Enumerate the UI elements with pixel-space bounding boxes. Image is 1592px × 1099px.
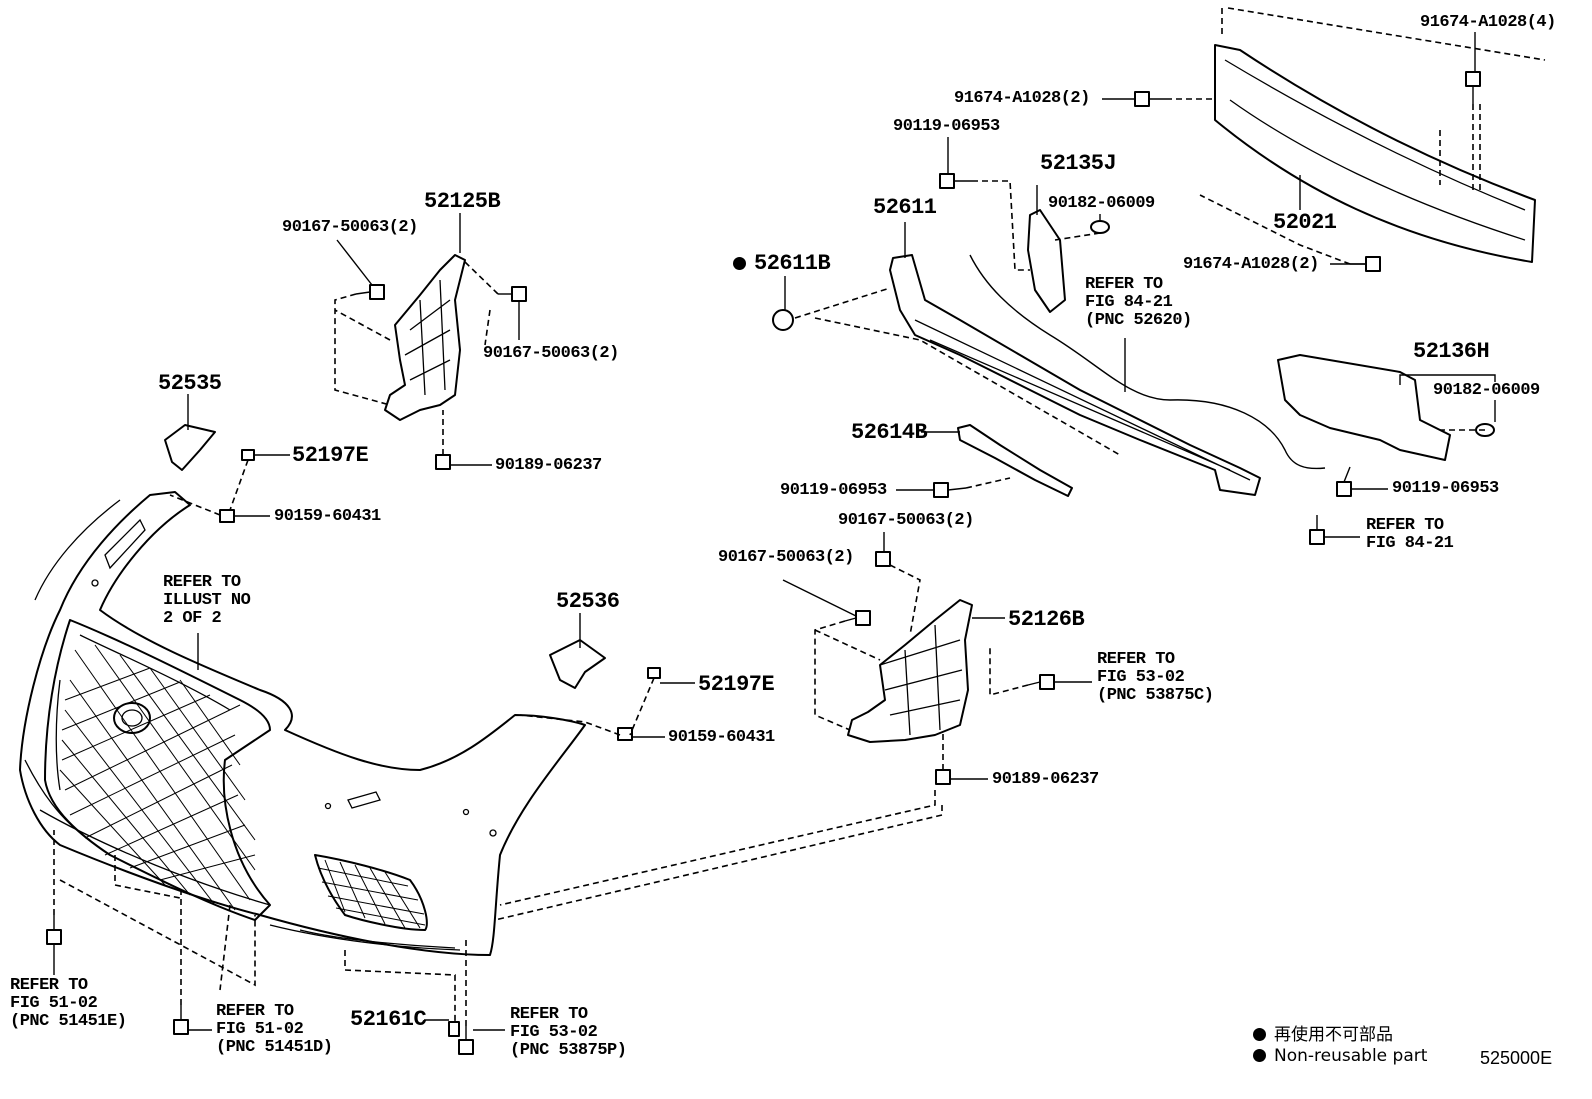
reinforcement-52021 xyxy=(1214,44,1536,263)
wire-harness xyxy=(969,254,1326,470)
bracket-52125b xyxy=(384,254,466,421)
clip-52536 xyxy=(549,639,606,689)
retainer-52135j xyxy=(1027,209,1066,313)
label-91674-a1028-2-top: 91674-A1028(2) xyxy=(954,89,1090,108)
bumper-cover xyxy=(19,491,586,956)
label-52161c: 52161C xyxy=(350,1007,427,1032)
bracket-52126b xyxy=(847,599,973,743)
label-refer-fig-51-02-pnc-51451e[interactable]: REFER TO FIG 51-02 (PNC 51451E) xyxy=(10,976,127,1031)
label-52197e-b: 52197E xyxy=(698,672,775,697)
label-90167-50063-2-b: 90167-50063(2) xyxy=(483,344,619,363)
label-90189-06237-a: 90189-06237 xyxy=(495,456,602,475)
absorber-52611 xyxy=(889,254,1261,496)
label-52536: 52536 xyxy=(556,589,620,614)
legend-japanese-text: 再使用不可部品 xyxy=(1274,1025,1393,1045)
label-52125b: 52125B xyxy=(424,189,501,214)
label-refer-fig-53-02-pnc-53875c[interactable]: REFER TO FIG 53-02 (PNC 53875C) xyxy=(1097,650,1214,705)
label-refer-fig-53-02-pnc-53875p[interactable]: REFER TO FIG 53-02 (PNC 53875P) xyxy=(510,1005,627,1060)
label-90182-06009-right: 90182-06009 xyxy=(1433,381,1540,400)
figure-id: 525000E xyxy=(1480,1048,1553,1068)
label-90119-06953-top: 90119-06953 xyxy=(893,117,1000,136)
non-reusable-dot-icon xyxy=(733,257,746,270)
legend-dot-icon xyxy=(1253,1049,1266,1062)
label-refer-fig-51-02-pnc-51451d[interactable]: REFER TO FIG 51-02 (PNC 51451D) xyxy=(216,1002,333,1057)
label-52021: 52021 xyxy=(1273,210,1337,235)
clip-52535 xyxy=(164,424,216,471)
label-91674-a1028-4: 91674-A1028(4) xyxy=(1420,13,1556,32)
strip-52614b xyxy=(957,424,1073,497)
label-52611b-text: 52611B xyxy=(754,251,831,276)
label-52535: 52535 xyxy=(158,371,222,396)
label-90167-50063-2-d: 90167-50063(2) xyxy=(718,548,854,567)
legend-english-text: Non-reusable part xyxy=(1274,1046,1428,1066)
legend-japanese: 再使用不可部品 xyxy=(1253,1020,1393,1045)
legend-english: Non-reusable part xyxy=(1253,1046,1427,1066)
label-90159-60431-a: 90159-60431 xyxy=(274,507,381,526)
label-90167-50063-2-c: 90167-50063(2) xyxy=(838,511,974,530)
label-52135j: 52135J xyxy=(1040,151,1117,176)
label-90159-60431-b: 90159-60431 xyxy=(668,728,775,747)
label-52136h: 52136H xyxy=(1413,339,1490,364)
assembly-dash-lines xyxy=(53,7,1546,1026)
label-90119-06953-mid: 90119-06953 xyxy=(780,481,887,500)
label-52611: 52611 xyxy=(873,195,937,220)
retainer-52136h xyxy=(1277,354,1451,461)
label-90189-06237-b: 90189-06237 xyxy=(992,770,1099,789)
label-90167-50063-2-a: 90167-50063(2) xyxy=(282,218,418,237)
label-52197e-a: 52197E xyxy=(292,443,369,468)
label-refer-fig-84-21[interactable]: REFER TO FIG 84-21 xyxy=(1366,516,1454,553)
label-refer-fig-84-21-pnc-52620[interactable]: REFER TO FIG 84-21 (PNC 52620) xyxy=(1085,275,1192,330)
leader-lines xyxy=(53,32,1496,1031)
label-90182-06009-top: 90182-06009 xyxy=(1048,194,1155,213)
label-90119-06953-right: 90119-06953 xyxy=(1392,479,1499,498)
label-52614b: 52614B xyxy=(851,420,928,445)
label-52126b: 52126B xyxy=(1008,607,1085,632)
label-91674-a1028-2-bottom: 91674-A1028(2) xyxy=(1183,255,1319,274)
legend-dot-icon xyxy=(1253,1028,1266,1041)
label-52611b: 52611B xyxy=(733,251,831,276)
label-refer-illust-2-of-2[interactable]: REFER TO ILLUST NO 2 OF 2 xyxy=(163,573,251,628)
